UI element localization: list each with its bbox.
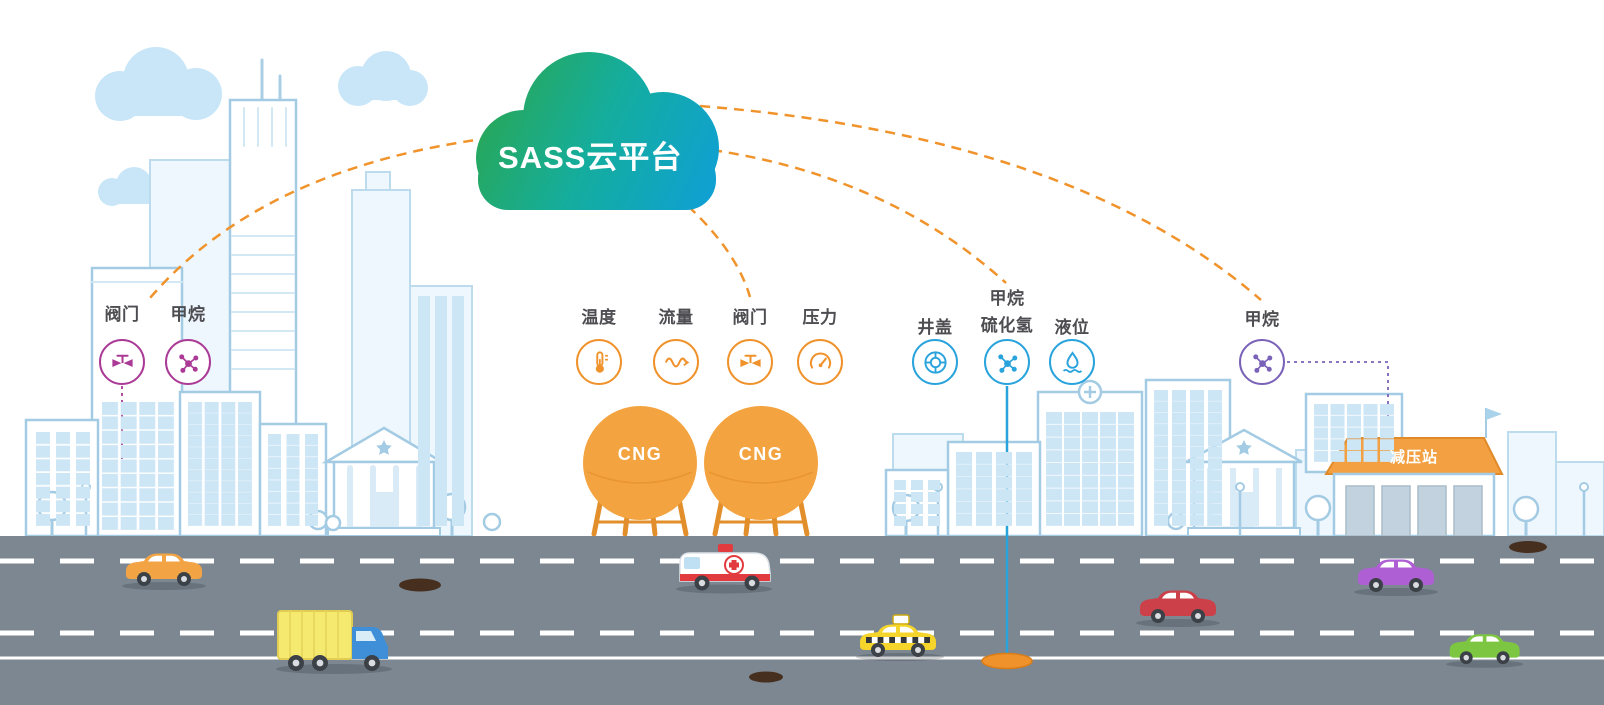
flow-sensor-badge xyxy=(653,339,699,385)
valve-mid-sensor-badge xyxy=(727,339,773,385)
yellow-truck xyxy=(276,610,392,674)
sensor-label-valve-left: 阀门 xyxy=(104,305,140,324)
pressure-sensor-badge xyxy=(797,339,843,385)
station-label: 减压站 xyxy=(1389,449,1439,466)
manhole xyxy=(981,652,1033,670)
curve-to-cng-group xyxy=(687,205,752,298)
decorative-clouds xyxy=(95,47,428,206)
methane-right-sensor-badge xyxy=(1239,339,1285,385)
sensor-label-flow: 流量 xyxy=(658,308,694,327)
manhole-cover-icon xyxy=(923,350,947,374)
green-car xyxy=(1446,634,1524,668)
flow-icon xyxy=(664,357,689,367)
connection-curves xyxy=(149,104,1262,301)
pothole xyxy=(1509,541,1547,553)
pothole xyxy=(749,671,783,683)
sensor-label-valve-mid: 阀门 xyxy=(732,308,768,327)
methane-h2s-sensor-badge xyxy=(984,339,1030,385)
methane-sensor-badge xyxy=(165,339,211,385)
orange-car xyxy=(122,553,206,590)
liquid-level-sensor-badge xyxy=(1049,339,1095,385)
thermometer-icon xyxy=(595,350,608,373)
molecule-icon xyxy=(178,353,198,373)
valve-icon xyxy=(739,354,761,367)
sensor-label-temperature: 温度 xyxy=(581,308,617,327)
taxi xyxy=(856,614,944,661)
right-city xyxy=(884,378,1349,538)
cloud-platform-label: SASS云平台 xyxy=(498,140,683,175)
connector-station xyxy=(1287,361,1389,438)
left-city xyxy=(24,58,502,538)
cng-tank-label: CNG xyxy=(617,444,663,464)
sensor-label-methane-h2s-top: 甲烷 xyxy=(989,289,1025,308)
ambulance xyxy=(676,544,772,594)
sensor-label-methane-h2s-bottom: 硫化氢 xyxy=(980,316,1034,335)
valve-icon xyxy=(111,354,133,367)
cloud-platform xyxy=(476,52,719,210)
cng-tank-label: CNG xyxy=(738,444,784,464)
cng-tanks xyxy=(583,406,818,537)
red-car xyxy=(1136,590,1220,627)
curve-to-left-group xyxy=(149,136,491,299)
sensor-label-liquid-level: 液位 xyxy=(1054,318,1090,337)
pothole xyxy=(399,578,441,592)
manhole-sensor-badge xyxy=(912,339,958,385)
liquid-level-icon xyxy=(1062,350,1082,373)
temperature-sensor-badge xyxy=(576,339,622,385)
curve-to-station-group xyxy=(699,104,1262,301)
purple-car xyxy=(1354,559,1438,596)
valve-sensor-badge xyxy=(99,339,145,385)
sensor-label-methane-left: 甲烷 xyxy=(170,305,206,324)
sensor-label-methane-right: 甲烷 xyxy=(1244,310,1280,329)
molecule-icon xyxy=(997,353,1017,373)
pressure-station xyxy=(1304,392,1604,538)
sensor-label-pressure: 压力 xyxy=(802,308,838,327)
road xyxy=(0,536,1604,705)
curve-to-manhole-group xyxy=(711,148,1007,284)
sensor-label-manhole-cover: 井盖 xyxy=(917,318,953,337)
gauge-icon xyxy=(809,351,831,369)
molecule-icon xyxy=(1252,353,1272,373)
